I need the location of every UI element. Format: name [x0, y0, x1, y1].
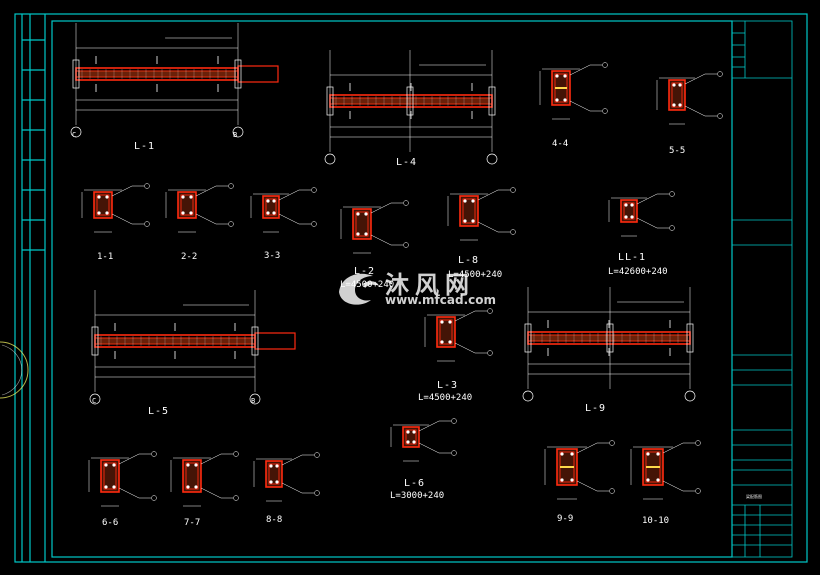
section-label-6-6: 6-6 [102, 518, 119, 528]
title-block [731, 20, 793, 558]
beam-length-ll1: L=42600+240 [608, 267, 668, 277]
section-10-10 [630, 440, 701, 500]
watermark-url: www.mfcad.com [385, 293, 496, 307]
beam-length-l8: L=4500+240 [448, 270, 503, 280]
beam-label-l2: L-2 [354, 266, 376, 277]
section-9-9 [544, 440, 615, 500]
section-4-4 [539, 62, 608, 120]
beam-length-l6: L=3000+240 [390, 491, 445, 501]
section-7-7 [170, 451, 239, 507]
section-l8 [447, 187, 516, 241]
section-l6 [390, 418, 457, 462]
section-6-6 [88, 451, 157, 507]
axis-b-bottom: B [251, 397, 256, 405]
section-ll1 [608, 191, 675, 237]
section-label-1-1: 1-1 [97, 252, 114, 262]
edge-arc [0, 341, 29, 399]
section-3-3 [250, 187, 317, 233]
section-label-7-7: 7-7 [184, 518, 201, 528]
beam-l5 [89, 290, 296, 405]
beam-l9 [522, 287, 696, 402]
section-5-5 [656, 71, 723, 125]
section-details [81, 62, 723, 507]
section-label-3-3: 3-3 [264, 251, 281, 261]
axis-c-top: C [72, 131, 77, 139]
section-label-4-4: 4-4 [552, 139, 569, 149]
watermark-logo [339, 273, 379, 305]
beam-elevations [70, 23, 696, 405]
axis-b-top: B [233, 131, 238, 139]
beam-label-l3: L-3 [437, 380, 459, 391]
beam-label-ll1: LL-1 [618, 252, 647, 263]
beam-length-l3: L=4500+240 [418, 393, 473, 403]
beam-label-l1: L-1 [134, 141, 156, 152]
section-l2 [340, 200, 409, 254]
beam-label-l4: L-4 [396, 157, 418, 168]
section-label-9-9: 9-9 [557, 514, 574, 524]
beam-l4 [324, 50, 498, 165]
section-label-5-5: 5-5 [669, 146, 686, 156]
title-block-drawing-title: 梁配筋图 [746, 494, 762, 499]
beam-label-l6: L-6 [404, 478, 426, 489]
section-l3 [424, 308, 493, 362]
section-1-1 [81, 183, 150, 233]
beam-label-l9: L-9 [585, 403, 607, 414]
axis-c-bottom: C [92, 397, 97, 405]
beam-label-l5: L-5 [148, 406, 170, 417]
section-label-2-2: 2-2 [181, 252, 198, 262]
section-label-10-10: 10-10 [642, 516, 670, 526]
beam-label-l8: L-8 [458, 255, 480, 266]
watermark-name: 沐风网 [385, 271, 475, 299]
section-8-8 [253, 452, 320, 502]
section-label-8-8: 8-8 [266, 515, 283, 525]
drawing-frame [14, 13, 808, 563]
beam-l1 [70, 23, 279, 138]
section-2-2 [165, 183, 234, 233]
edge-arc-2 [1, 344, 23, 396]
